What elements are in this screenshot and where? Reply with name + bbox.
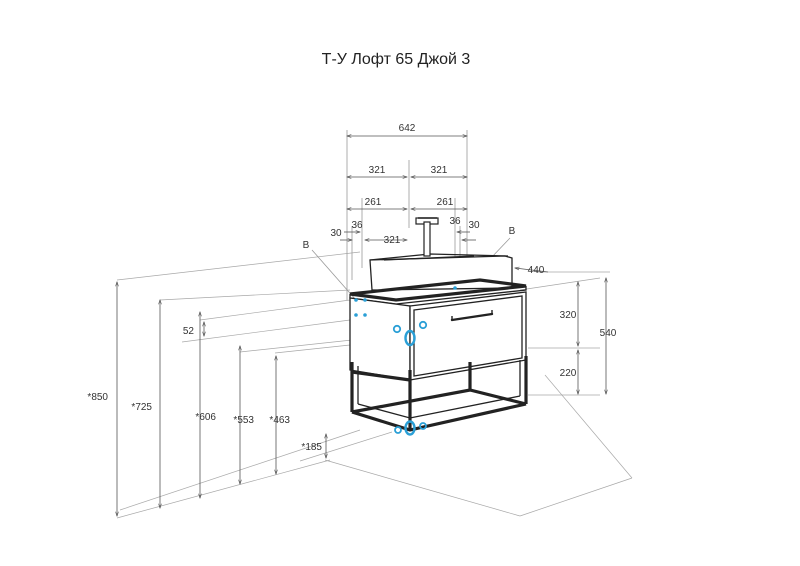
dim-height-320: 320: [560, 310, 577, 321]
dim-height-850: *850: [87, 392, 108, 403]
dim-height-725: *725: [131, 402, 152, 413]
height-dimensions: [117, 282, 326, 516]
dim-height-52: 52: [183, 326, 195, 337]
dim-width-642: 642: [399, 123, 416, 134]
dim-height-540: 540: [600, 328, 617, 339]
dim-height-220: 220: [560, 368, 577, 379]
dim-width-261-left: 261: [365, 197, 382, 208]
dim-width-321-right: 321: [431, 165, 448, 176]
drawing-title: Т-У Лофт 65 Джой 3: [322, 51, 471, 68]
dim-width-321-left: 321: [369, 165, 386, 176]
cabinet-body: [349, 291, 527, 381]
dim-height-185: *185: [301, 442, 322, 453]
drawer-handle: [450, 310, 494, 322]
dim-height-606: *606: [195, 412, 216, 423]
right-dimensions: [515, 268, 606, 394]
marker-b-right: B: [509, 226, 516, 237]
fitting-markers: [354, 286, 457, 436]
dim-offset-30-left: 30: [330, 228, 342, 239]
metal-frame: [350, 356, 528, 432]
dim-offset-36-right: 36: [449, 216, 461, 227]
dim-offset-30-right: 30: [468, 220, 480, 231]
dim-tap-321: 321: [384, 235, 401, 246]
dim-offset-36-left: 36: [351, 220, 363, 231]
dim-depth-440: 440: [528, 265, 545, 276]
dim-height-553: *553: [233, 415, 254, 426]
marker-b-left: B: [303, 240, 310, 251]
faucet: [415, 217, 439, 257]
dim-height-463: *463: [269, 415, 290, 426]
dim-width-261-right: 261: [437, 197, 454, 208]
